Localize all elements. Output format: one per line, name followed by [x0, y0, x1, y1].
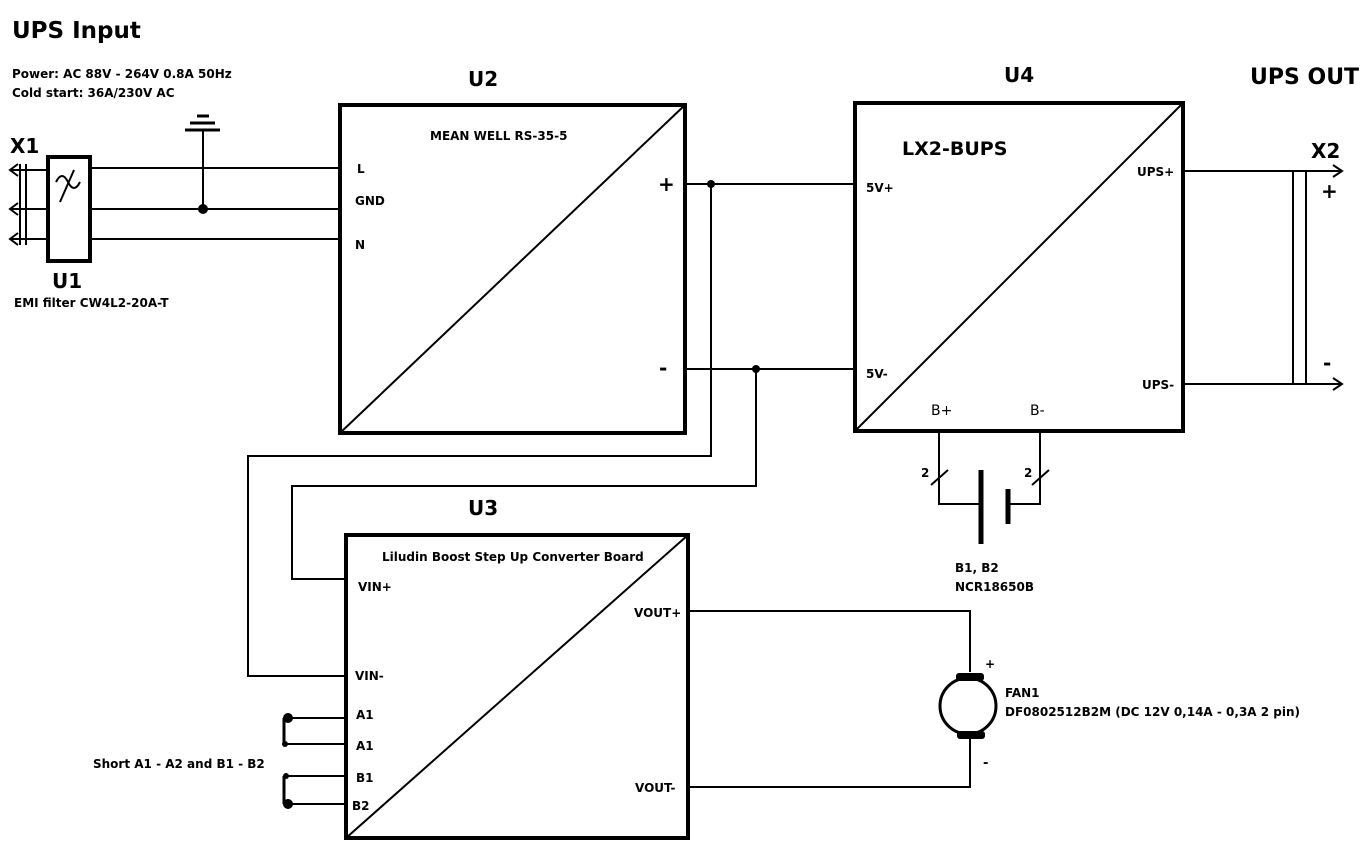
- page-title: UPS Input: [12, 18, 141, 44]
- u2-pin-gnd: GND: [355, 194, 385, 208]
- u3-pin-b2: B2: [352, 799, 370, 813]
- fan-ref: FAN1: [1005, 686, 1040, 700]
- u2-power-supply: [338, 103, 687, 435]
- u2-pin-plus: +: [658, 172, 675, 196]
- x2-minus: -: [1323, 351, 1331, 375]
- u3-boost-converter: [344, 533, 690, 840]
- u4-name: LX2-BUPS: [902, 138, 1007, 160]
- u4-ups-module: [853, 101, 1185, 433]
- ups-out-title: UPS OUT: [1250, 65, 1359, 90]
- u4-label: U4: [1004, 63, 1034, 87]
- u2-pin-n: N: [355, 238, 365, 252]
- x2-connector: [1292, 171, 1307, 384]
- x2-plus: +: [1321, 179, 1338, 203]
- x1-label: X1: [10, 134, 39, 158]
- filter-symbol-icon: [55, 169, 81, 203]
- u1-label: U1: [52, 269, 82, 293]
- u4-pin-5v-plus: 5V+: [866, 181, 894, 195]
- battery-ref: B1, B2: [955, 561, 999, 575]
- u2-label: U2: [468, 67, 498, 91]
- u4-pin-b-minus: B-: [1030, 403, 1045, 419]
- u3-pin-b1: B1: [356, 771, 374, 785]
- battery-count-right: 2: [1024, 466, 1032, 480]
- fan-part: DF0802512B2M (DC 12V 0,14A - 0,3A 2 pin): [1005, 705, 1300, 719]
- u4-pin-ups-plus: UPS+: [1137, 165, 1174, 179]
- u2-pin-minus: -: [659, 356, 667, 380]
- u3-pin-a2: A1: [356, 739, 374, 753]
- u3-label: U3: [468, 496, 498, 520]
- fan-minus: -: [983, 756, 988, 771]
- u3-name: Liludin Boost Step Up Converter Board: [382, 550, 644, 564]
- fan-motor-icon: [938, 673, 998, 739]
- fan-plus: +: [985, 657, 995, 671]
- power-spec: Power: AC 88V - 264V 0.8A 50Hz: [12, 67, 232, 81]
- u2-name: MEAN WELL RS-35-5: [430, 129, 567, 143]
- u4-pin-ups-minus: UPS-: [1142, 378, 1174, 392]
- jumper-a: [282, 713, 346, 747]
- u3-pin-vout-plus: VOUT+: [634, 606, 681, 620]
- u3-pin-vin-plus: VIN+: [358, 580, 392, 594]
- cold-start-spec: Cold start: 36A/230V AC: [12, 86, 175, 100]
- short-note: Short A1 - A2 and B1 - B2: [93, 757, 265, 771]
- battery-part: NCR18650B: [955, 580, 1034, 594]
- u3-pin-a1: A1: [356, 708, 374, 722]
- u4-pin-b-plus: B+: [931, 403, 952, 419]
- u1-description: EMI filter CW4L2-20A-T: [14, 296, 169, 310]
- ground-icon: [185, 114, 220, 214]
- u3-pin-vin-minus: VIN-: [355, 669, 384, 683]
- battery-count-left: 2: [921, 466, 929, 480]
- u2-pin-l: L: [357, 162, 365, 176]
- x2-label: X2: [1311, 139, 1340, 163]
- battery-icon: [930, 431, 1050, 544]
- u1-emi-filter: [46, 155, 92, 263]
- u3-pin-vout-minus: VOUT-: [635, 781, 675, 795]
- jumper-b: [282, 773, 346, 809]
- u4-pin-5v-minus: 5V-: [866, 367, 888, 381]
- x1-connector: [8, 163, 48, 246]
